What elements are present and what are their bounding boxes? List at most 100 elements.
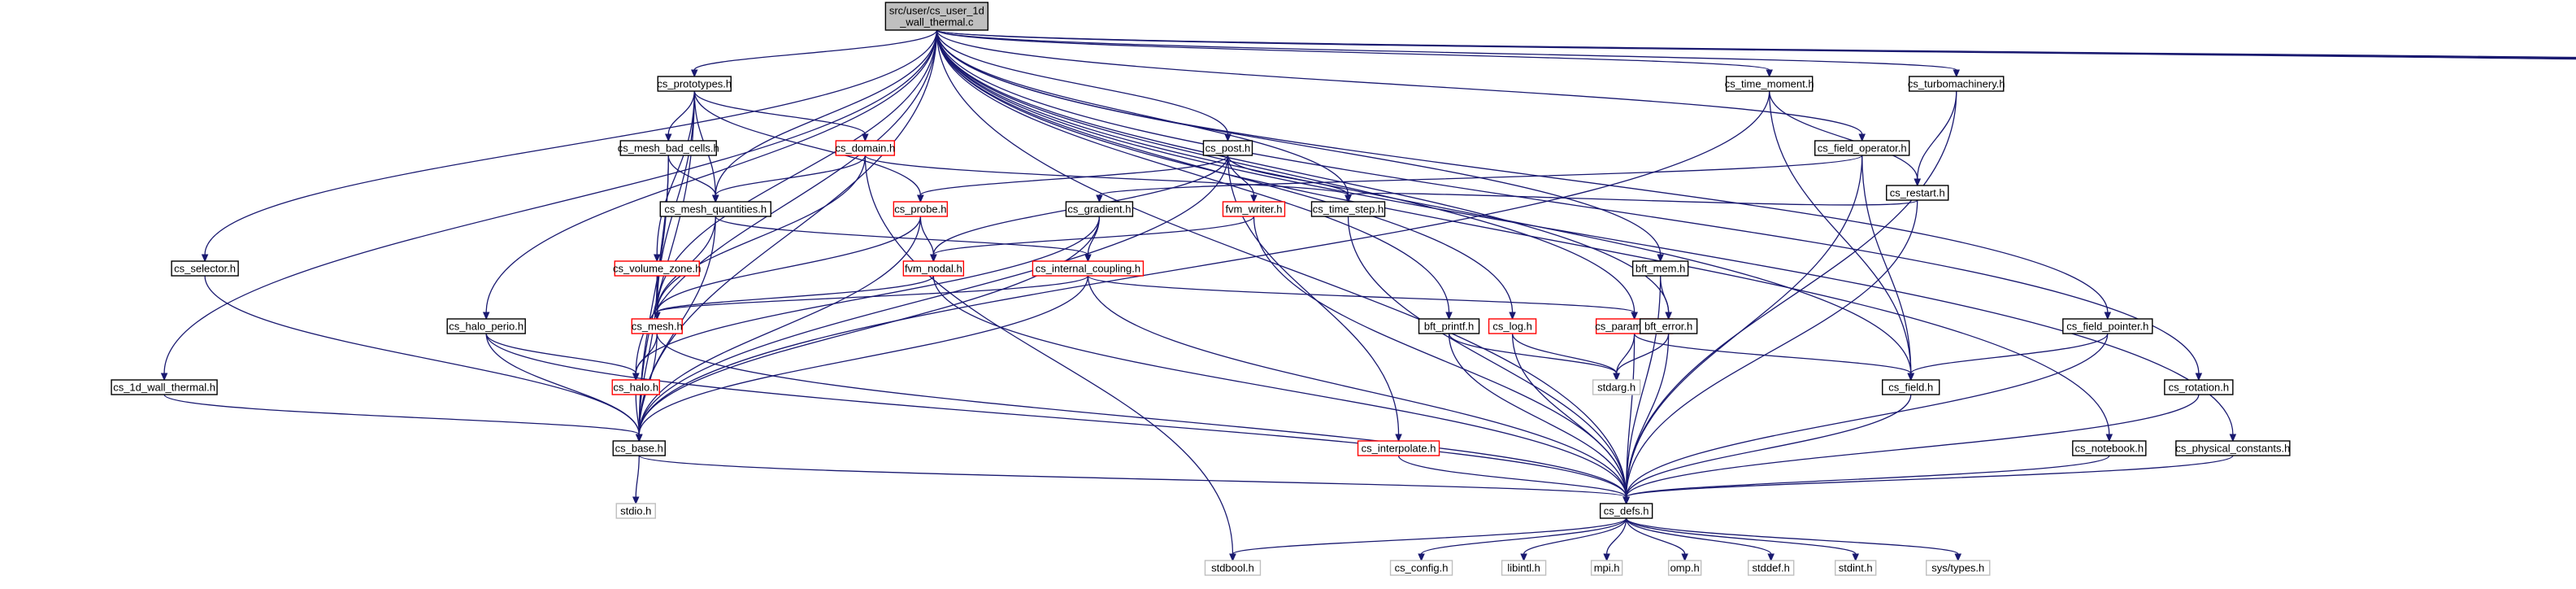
node-label: cs_turbomachinery.h [1908, 78, 2005, 90]
node-gradient[interactable]: cs_gradient.h [1065, 201, 1134, 217]
node-box [1882, 379, 1940, 395]
node-label: cs_mesh.h [632, 321, 683, 333]
node-label: cs_selector.h [174, 263, 236, 275]
edge-internal_coupling-to-mesh [653, 275, 1089, 321]
edge-arrowhead [1344, 194, 1352, 203]
edge-line [715, 29, 938, 196]
edge-time_moment-to-field [1769, 90, 1915, 382]
edge-line [656, 90, 695, 255]
edge-defs-to-libintl [1520, 517, 1627, 562]
node-label: cs_post.h [1205, 142, 1251, 155]
edge-arrowhead [1954, 553, 1962, 562]
edge-line [638, 90, 1770, 435]
edge-line [1625, 394, 1912, 498]
node-fvm-nodal[interactable]: fvm_nodal.h [902, 260, 965, 277]
node-label: bft_mem.h [1636, 263, 1685, 275]
edge-fvm_nodal-to-defs [932, 275, 1630, 505]
edge-line [1511, 333, 1618, 374]
node-probe[interactable]: cs_probe.h [893, 201, 949, 217]
node-label: cs_mesh_bad_cells.h [618, 142, 719, 155]
node-box [1886, 185, 1949, 201]
node-restart[interactable]: cs_restart.h [1886, 185, 1949, 201]
edge-domain-to-mesh_quantities [712, 155, 866, 203]
node-base[interactable]: cs_base.h [612, 440, 666, 456]
node-halo-perio[interactable]: cs_halo_perio.h [446, 318, 526, 334]
node-turbomachinery[interactable]: cs_turbomachinery.h [1908, 76, 2005, 92]
node-time-moment[interactable]: cs_time_moment.h [1725, 76, 1814, 92]
node-box [1814, 140, 1910, 156]
edge-line [635, 455, 640, 498]
edge-fvm_writer-to-defs [1253, 216, 1630, 505]
node-log[interactable]: cs_log.h [1488, 318, 1537, 334]
edge-line [1625, 455, 2234, 498]
edge-root-to-prototypes [691, 29, 938, 78]
node-box [171, 260, 239, 277]
node-defs[interactable]: cs_defs.h [1599, 503, 1653, 519]
node-prototypes[interactable]: cs_prototypes.h [657, 76, 732, 92]
edge-line [1098, 155, 1863, 196]
edge-arrowhead [1767, 553, 1775, 562]
node-selector[interactable]: cs_selector.h [171, 260, 239, 277]
edge-line [1227, 155, 1255, 196]
node-mesh[interactable]: cs_mesh.h [631, 318, 683, 334]
edge-line [1523, 517, 1627, 555]
node-field[interactable]: cs_field.h [1882, 379, 1940, 395]
edge-defs-to-stdint [1625, 517, 1859, 562]
edge-line [936, 29, 2234, 435]
edge-line [919, 155, 1229, 196]
node-mesh-quantities[interactable]: cs_mesh_quantities.h [659, 201, 771, 217]
node-bft-printf[interactable]: bft_printf.h [1418, 318, 1480, 334]
edge-defs-to-config [1418, 517, 1627, 562]
node-label: cs_time_moment.h [1725, 78, 1814, 90]
edge-arrowhead [1520, 553, 1527, 562]
node-field-operator[interactable]: cs_field_operator.h [1814, 140, 1910, 156]
node-time-step[interactable]: cs_time_step.h [1310, 201, 1386, 217]
edge-arrowhead [1858, 133, 1866, 142]
node-box [893, 201, 949, 217]
edge-line [667, 155, 716, 196]
node-label: cs_halo_perio.h [449, 321, 523, 333]
node-box [659, 201, 771, 217]
node-label: stdio.h [620, 505, 651, 517]
node-box [611, 379, 660, 395]
node-box [619, 140, 717, 156]
edge-post-to-probe [917, 155, 1229, 203]
edge-line [1625, 333, 1670, 498]
node-box [2072, 440, 2147, 456]
node-physical-constants[interactable]: cs_physical_constants.h [2175, 440, 2291, 456]
edge-line [1769, 90, 1912, 374]
edge-line [1615, 333, 1670, 374]
edge-root-to-rotation [936, 29, 2203, 382]
node-internal-coupling[interactable]: cs_internal_coupling.h [1032, 260, 1145, 277]
edge-arrowhead [1613, 373, 1620, 382]
edge-time_moment-to-restart [1769, 90, 1922, 187]
edge-line [936, 29, 1450, 313]
node-post[interactable]: cs_post.h [1202, 140, 1253, 156]
edge-root-to-time_moment [936, 29, 1773, 78]
edge-line [936, 29, 1770, 71]
node-notebook[interactable]: cs_notebook.h [2072, 440, 2147, 456]
node-mesh-bad-cells[interactable]: cs_mesh_bad_cells.h [618, 140, 719, 156]
node-box [1032, 260, 1145, 277]
node-label: libintl.h [1507, 562, 1540, 574]
node-halo[interactable]: cs_halo.h [611, 379, 660, 395]
node-interpolate[interactable]: cs_interpolate.h [1357, 440, 1440, 456]
node-wall-thermal[interactable]: cs_1d_wall_thermal.h [111, 379, 218, 395]
node-field-pointer[interactable]: cs_field_pointer.h [2062, 318, 2153, 334]
edge-arrowhead [2104, 312, 2112, 321]
node-domain[interactable]: cs_domain.h [835, 140, 896, 156]
node-fvm-writer[interactable]: fvm_writer.h [1222, 201, 1286, 217]
edge-line [1625, 517, 1857, 555]
node-bft-error[interactable]: bft_error.h [1639, 318, 1698, 334]
node-label: cs_restart.h [1890, 187, 1945, 199]
edge-root-to-bft_printf [936, 29, 1453, 321]
node-box [835, 140, 896, 156]
node-box [1389, 560, 1453, 576]
edge-bft_error-to-stdarg [1613, 333, 1670, 382]
edge-root-to-ple_coupling [936, 29, 2576, 59]
node-rotation[interactable]: cs_rotation.h [2164, 379, 2234, 395]
edge-internal_coupling-to-base [635, 275, 1089, 443]
edge-arrowhead [1914, 178, 1922, 187]
node-bft-mem[interactable]: bft_mem.h [1631, 260, 1689, 277]
node-volume-zone[interactable]: cs_volume_zone.h [613, 260, 701, 277]
